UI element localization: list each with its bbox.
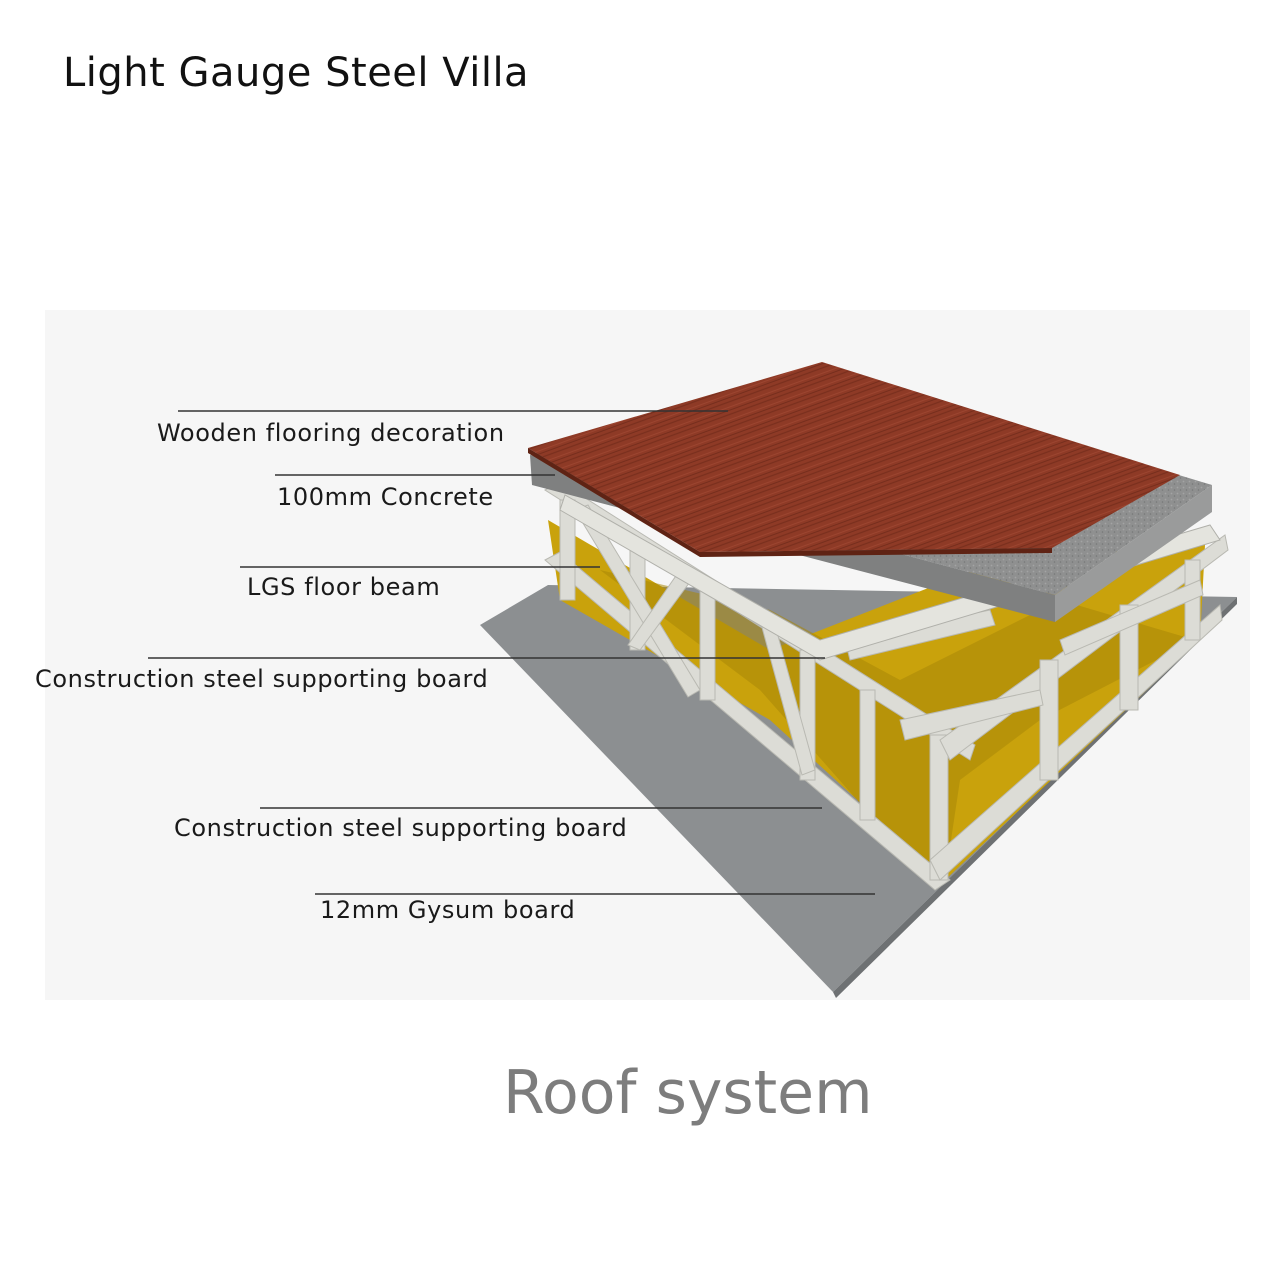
label-supporting-board-1: Construction steel supporting board — [35, 665, 489, 693]
label-supporting-board-2: Construction steel supporting board — [174, 814, 628, 842]
label-gypsum-board: 12mm Gysum board — [320, 896, 576, 924]
label-floor-beam: LGS floor beam — [247, 573, 441, 601]
caption-roof-system: Roof system — [503, 1058, 873, 1128]
wooden-flooring — [528, 362, 1180, 552]
wooden-flooring-edge — [528, 448, 1052, 557]
concrete-slab-side — [1055, 485, 1212, 622]
page-title: Light Gauge Steel Villa — [63, 50, 530, 96]
insulation-shadow — [600, 570, 1195, 880]
leader-lines — [148, 410, 875, 895]
label-concrete: 100mm Concrete — [277, 483, 494, 511]
label-wooden-flooring: Wooden flooring decoration — [157, 419, 505, 447]
